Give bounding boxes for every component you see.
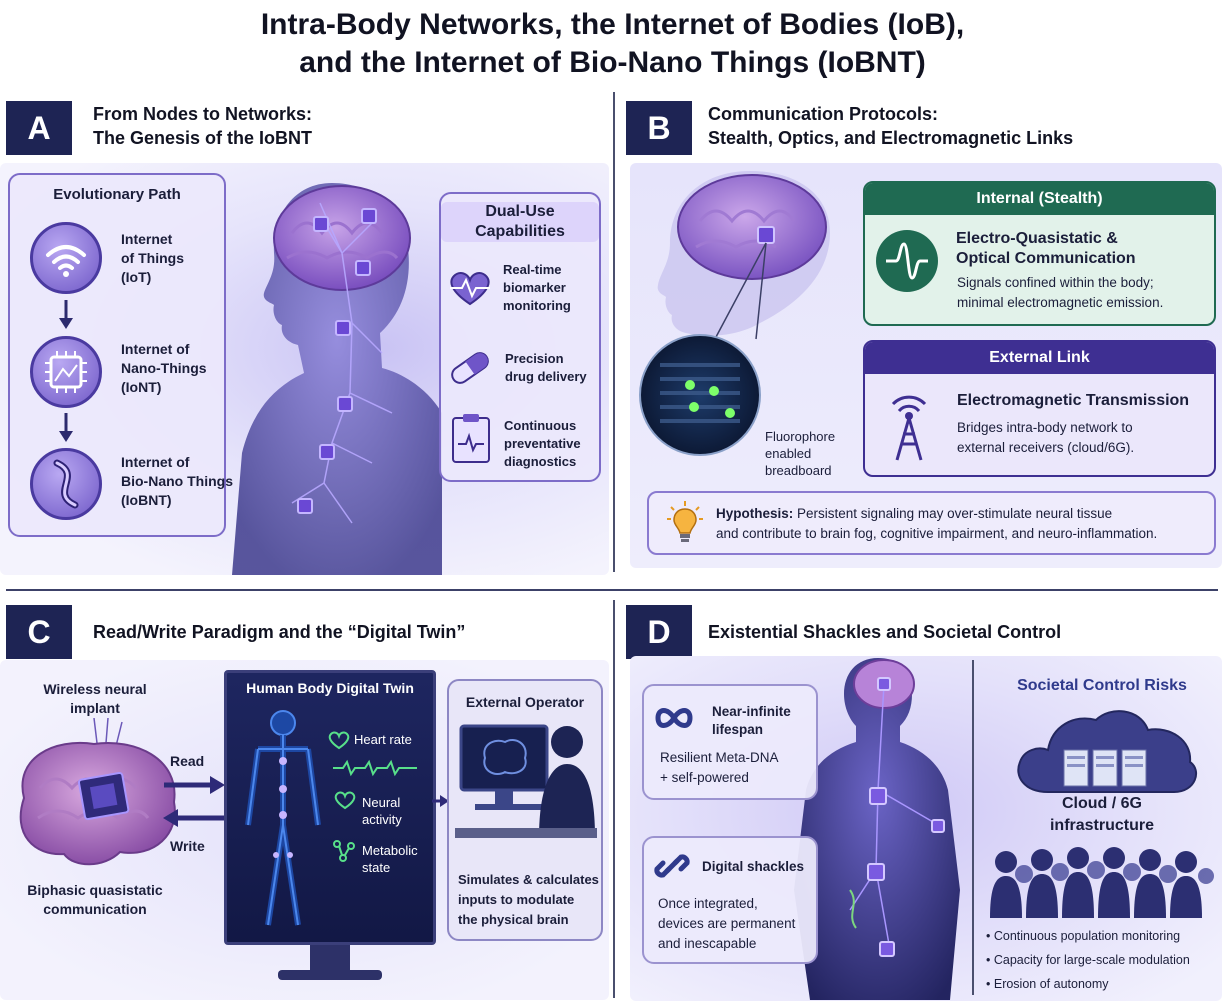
digital-twin-monitor (224, 670, 436, 945)
capability-biomarker: Real-time biomarker monitoring (503, 262, 571, 313)
communication-label: Biphasic quasistatic communication (27, 882, 163, 917)
metric-metabolic-state: Metabolic state (362, 843, 418, 875)
ecg-wave-icon (333, 759, 417, 777)
panel-c-badge: C (6, 605, 72, 659)
risk-item: • Continuous population monitoring (986, 929, 1181, 943)
internal-title: Electro-Quasistatic & Optical Communicat… (956, 230, 1136, 267)
human-body-network-illustration (794, 658, 960, 1000)
monitor-base (278, 970, 382, 980)
write-label: Write (170, 838, 205, 854)
internal-description: Signals confined within the body; minima… (957, 275, 1164, 310)
external-operator-title: External Operator (465, 694, 585, 710)
hypothesis-text: Hypothesis: Persistent signaling may ove… (716, 506, 1158, 541)
panel-b-title: Communication Protocols: Stealth, Optics… (708, 104, 1074, 148)
dual-use-title: Dual-Use Capabilities (441, 202, 599, 242)
panel-d-badge: D (626, 605, 692, 659)
panel-d-inner-divider (972, 660, 974, 995)
chain-link-icon (654, 854, 690, 878)
internal-stealth-header: Internal (Stealth) (865, 183, 1214, 215)
digital-twin-title: Human Body Digital Twin (246, 680, 414, 696)
arrow-down-icon (59, 300, 73, 329)
arrow-down-icon (59, 413, 73, 442)
main-title: Intra-Body Networks, the Internet of Bod… (0, 6, 1225, 82)
digital-shackles-description: Once integrated, devices are permanent a… (658, 896, 796, 951)
oscillation-icon-circle (876, 230, 938, 292)
infinity-icon (655, 708, 693, 728)
heartbeat-icon (450, 272, 490, 306)
molecule-icon (333, 840, 355, 862)
head-brain-illustration (639, 171, 830, 456)
risks-title: Societal Control Risks (1017, 677, 1187, 694)
fluorophore-label: Fluorophore enabled breadboard (765, 429, 836, 478)
pill-capsule-icon (451, 352, 489, 384)
horizontal-divider (6, 589, 1218, 591)
evolutionary-path-title: Evolutionary Path (53, 186, 181, 203)
waveform-icon (886, 242, 928, 280)
digital-shackles-title: Digital shackles (702, 859, 805, 874)
metric-neural-activity: Neural activity (362, 795, 402, 827)
panel-b-badge: B (626, 101, 692, 155)
capability-diagnostics: Continuous preventative diagnostics (504, 418, 581, 469)
population-crowd-illustration (990, 847, 1214, 918)
main-title-line-2: and the Internet of Bio-Nano Things (IoB… (299, 46, 926, 79)
iobnt-circle (30, 448, 102, 520)
human-body-hologram (245, 710, 321, 926)
panel-a-badge: A (6, 101, 72, 155)
brain-icon (334, 791, 356, 810)
vertical-divider-bottom (613, 600, 615, 998)
external-operator-description: Simulates & calculates inputs to modulat… (458, 872, 599, 927)
cloud-infrastructure-label: Cloud / 6G infrastructure (1049, 795, 1155, 834)
external-link-header: External Link (865, 342, 1214, 374)
external-description: Bridges intra-body network to external r… (957, 420, 1135, 455)
lifespan-title: Near-infinite lifespan (712, 704, 791, 737)
cloud-server-illustration (1017, 710, 1198, 793)
capability-drug-delivery: Precision drug delivery (505, 351, 587, 384)
read-arrow-right-icon (164, 776, 225, 794)
step-iont-label: Internet of Nano-Things (IoNT) (121, 341, 207, 395)
dna-helix-icon (53, 459, 79, 509)
risk-item: • Erosion of autonomy (986, 977, 1109, 991)
panel-d-title: Existential Shackles and Societal Contro… (708, 622, 1062, 642)
human-silhouette-illustration (232, 183, 442, 575)
risks-list: • Continuous population monitoring • Cap… (986, 924, 1190, 996)
antenna-tower-icon (891, 395, 927, 461)
iont-circle (30, 336, 102, 408)
external-link-box: External Link (863, 340, 1216, 477)
arrow-right-icon (432, 795, 449, 807)
main-title-line-1: Intra-Body Networks, the Internet of Bod… (260, 8, 965, 41)
nano-chip-icon (45, 351, 87, 393)
hypothesis-box (647, 491, 1216, 555)
risk-item: • Capacity for large-scale modulation (986, 953, 1190, 967)
vertical-divider-top (613, 92, 615, 572)
brain-with-implant-illustration (19, 718, 176, 866)
read-label: Read (170, 753, 205, 769)
lifespan-description: Resilient Meta-DNA + self-powered (660, 750, 779, 785)
external-title: Electromagnetic Transmission (957, 392, 1190, 409)
monitor-stand (310, 945, 350, 973)
operator-at-computer-illustration (455, 724, 597, 838)
heart-icon (328, 731, 350, 750)
metric-heart-rate: Heart rate (354, 732, 412, 747)
hypothesis-label: Hypothesis: (716, 506, 794, 521)
panel-c-title: Read/Write Paradigm and the “Digital Twi… (93, 622, 466, 642)
iot-circle (30, 222, 102, 294)
clipboard-icon (452, 414, 490, 463)
digital-shackles-box (642, 836, 818, 964)
lightbulb-icon (667, 501, 703, 542)
implant-label: Wireless neural implant (43, 681, 147, 716)
write-arrow-left-icon (163, 809, 224, 827)
wifi-icon (46, 245, 86, 277)
panel-a-title: From Nodes to Networks: The Genesis of t… (93, 104, 313, 148)
step-iobnt-label: Internet of Bio-Nano Things (IoBNT) (121, 454, 233, 508)
step-iot-label: Internet of Things (IoT) (121, 231, 184, 285)
lifespan-box (642, 684, 818, 800)
